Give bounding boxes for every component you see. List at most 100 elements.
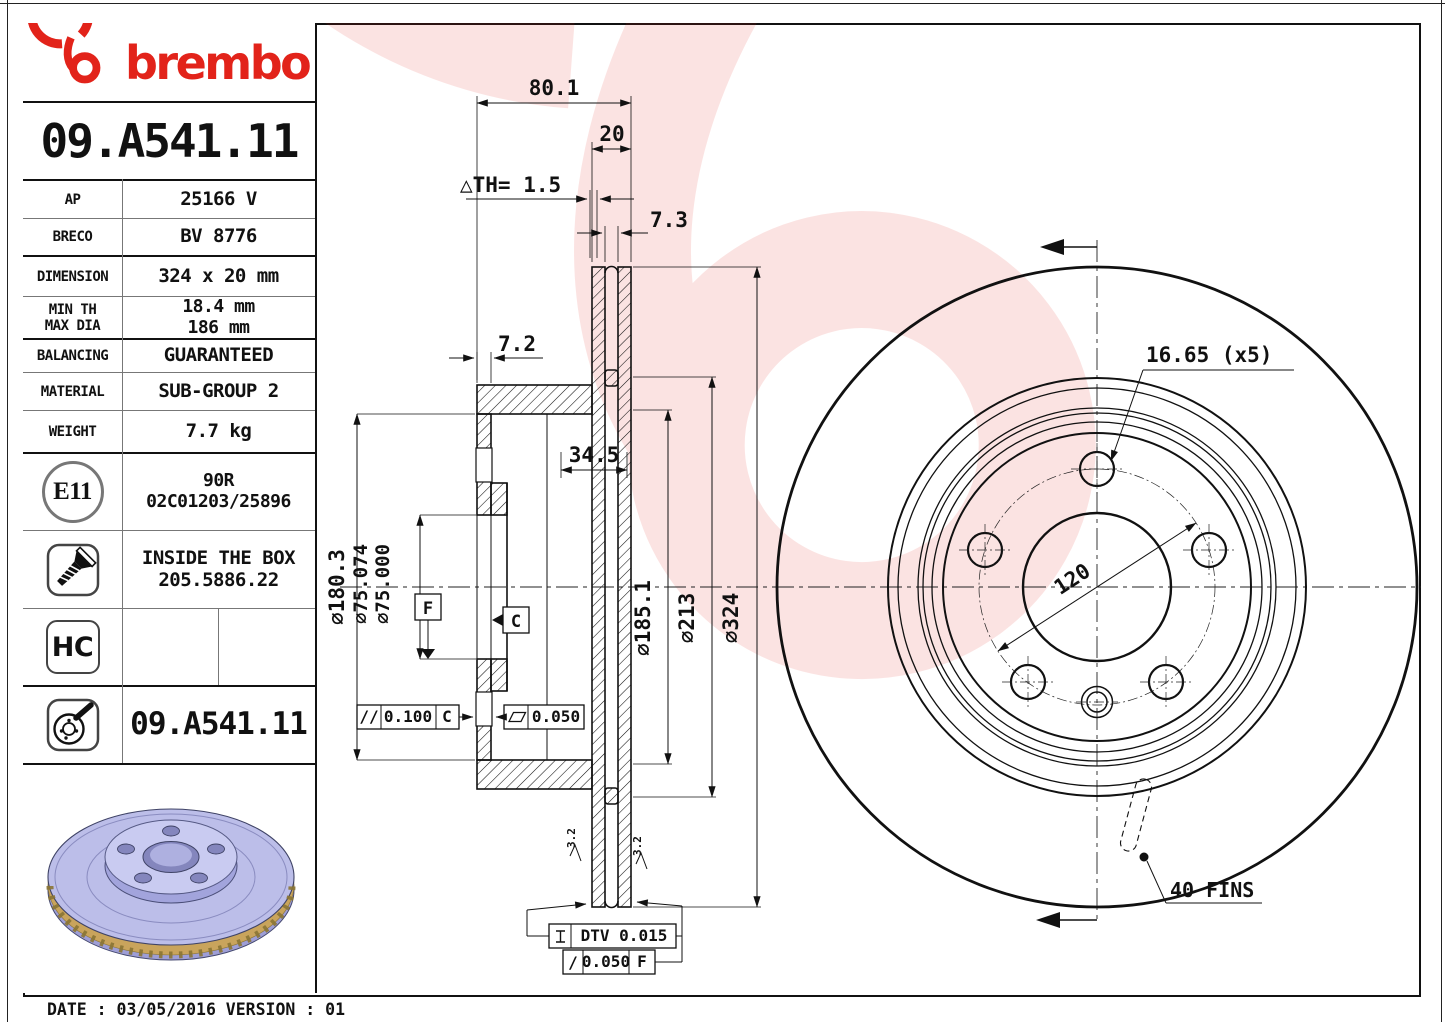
dim-bolt-hole: 16.65 (x5)	[1146, 343, 1272, 367]
dim-bore-min: ∅75.000	[372, 544, 394, 624]
dim-offset: 34.5	[569, 443, 620, 467]
row-value: 7.7 kg	[185, 419, 252, 442]
roughness-icon	[569, 843, 582, 862]
disc-front-view: 16.65 (x5) 120 40 FINS	[775, 239, 1419, 928]
dim-fins: 40 FINS	[1170, 878, 1254, 902]
row-label-bottom: MAX DIA	[44, 317, 101, 334]
parallelism-datum: C	[442, 707, 452, 726]
dim-vent-width: 7.3	[650, 208, 688, 232]
dim-th: △TH= 1.5	[460, 173, 561, 197]
table-row: BRECO BV 8776	[23, 218, 315, 255]
dtv-value: DTV 0.015	[581, 926, 668, 945]
flatness-value: 0.050	[532, 707, 580, 726]
row-value: GUARANTEED	[163, 344, 274, 367]
table-row: WEIGHT 7.7 kg	[23, 410, 315, 452]
runout-icon: /	[568, 953, 578, 972]
row-label: DIMENSION	[36, 268, 109, 285]
roughness-value: 3.2	[565, 828, 578, 848]
table-column-divider	[122, 179, 123, 763]
gdt-annotations: // 0.100 C 0.050 F C 3.2 3.2	[356, 593, 683, 975]
disc-cross-section	[475, 265, 632, 909]
row-label: BRECO	[52, 229, 93, 245]
part-number-row: 09.A541.11	[23, 101, 315, 179]
datum-f-label: F	[423, 599, 433, 619]
dtv-icon	[556, 930, 565, 943]
row-value-top: 18.4 mm	[182, 295, 255, 317]
logo-row: brembo	[23, 23, 315, 101]
part-number-repeat-text: 09.A541.11	[130, 706, 308, 743]
runout-datum: F	[637, 952, 647, 971]
section-dimensions: 80.1 20 △TH= 1.5 7.3 7.2	[325, 76, 761, 908]
table-row: MATERIAL SUB-GROUP 2	[23, 372, 315, 410]
table-row: DIMENSION 324 x 20 mm	[23, 255, 315, 296]
disc-tool-icon	[46, 698, 99, 752]
inside-box-value: INSIDE THE BOX 205.5886.22	[122, 531, 315, 608]
row-label: MIN TH MAX DIA	[23, 297, 122, 338]
footer-date-version: DATE : 03/05/2016 VERSION : 01	[47, 1000, 346, 1019]
part-number: 09.A541.11	[40, 114, 300, 168]
table-row: AP 25166 V	[23, 179, 315, 218]
row-value: 25166 V	[180, 187, 257, 210]
hc-cell: HC	[23, 609, 122, 685]
dim-inner-dia: ∅185.1	[631, 580, 655, 656]
bolt-holes	[959, 443, 1235, 708]
table-row: BALANCING GUARANTEED	[23, 338, 315, 372]
pin-hole	[1076, 685, 1118, 719]
brand-wordmark: brembo	[125, 36, 310, 90]
bolt-hole-callout: 16.65 (x5)	[1110, 343, 1294, 462]
fin-outline	[1119, 778, 1153, 852]
approval-line1: 90R	[202, 470, 235, 492]
inside-box-line2: 205.5886.22	[158, 568, 279, 591]
inside-box-line1: INSIDE THE BOX	[141, 546, 296, 569]
e-mark-badge: E11	[41, 461, 104, 523]
dim-overall-width: 80.1	[529, 76, 580, 100]
technical-drawing: 80.1 20 △TH= 1.5 7.3 7.2	[317, 23, 1421, 975]
dim-band-thickness: 20	[599, 122, 624, 146]
brembo-emblem-bowl	[69, 52, 101, 84]
row-value: BV 8776	[180, 225, 257, 248]
approval-line2: 02C01203/25896	[146, 491, 291, 512]
row-label-top: MIN TH	[48, 301, 97, 318]
sheet-border-right	[1441, 0, 1442, 1022]
brembo-emblem-stem	[63, 36, 76, 71]
row-label: BALANCING	[36, 348, 109, 364]
screw-cell	[23, 531, 122, 608]
row-value: 324 x 20 mm	[158, 264, 279, 287]
brembo-emblem-ring	[28, 23, 93, 49]
row-label: MATERIAL	[40, 383, 105, 400]
datum-c-triangle	[492, 614, 503, 626]
inside-box-row: INSIDE THE BOX 205.5886.22	[23, 530, 315, 608]
approval-value: 90R 02C01203/25896	[122, 454, 315, 530]
hc-badge: HC	[45, 620, 100, 674]
fins-callout: 40 FINS	[1119, 778, 1262, 904]
dim-mid-dia: ∅213	[675, 593, 699, 644]
roughness-value: 3.2	[631, 836, 644, 856]
bolt-circle	[978, 468, 1216, 706]
hc-row-divider	[218, 608, 219, 685]
screw-icon	[46, 543, 99, 596]
hc-badge-text: HC	[51, 631, 94, 663]
dim-bore-max: ∅75.074	[350, 544, 372, 624]
dim-hat-wall: 7.2	[498, 332, 536, 356]
approval-row: E11 90R 02C01203/25896	[23, 452, 315, 530]
brembo-logo: brembo	[28, 23, 313, 90]
disc-render-row	[23, 763, 315, 997]
brembo-watermark	[317, 23, 1204, 643]
row-value: 18.4 mm 186 mm	[122, 295, 315, 338]
parallelism-icon: //	[359, 707, 378, 726]
datum-f-triangle	[421, 649, 435, 659]
part-number-repeat: 09.A541.11	[122, 687, 315, 763]
table-row: MIN TH MAX DIA 18.4 mm 186 mm	[23, 296, 315, 338]
row-value-bottom: 186 mm	[187, 316, 250, 338]
section-arrows	[1036, 239, 1097, 928]
row-label: AP	[64, 191, 81, 208]
dim-hat-dia: ∅180.3	[325, 549, 349, 625]
sheet-border-left	[7, 0, 8, 1022]
spec-table: brembo 09.A541.11 AP 25166 V BRECO BV 87…	[23, 23, 317, 993]
e-mark-cell: E11	[23, 454, 122, 530]
part-repeat-row: 09.A541.11	[23, 685, 315, 763]
datum-c-label: C	[511, 612, 521, 632]
runout-value: 0.050	[582, 952, 630, 971]
row-value: SUB-GROUP 2	[158, 379, 279, 402]
